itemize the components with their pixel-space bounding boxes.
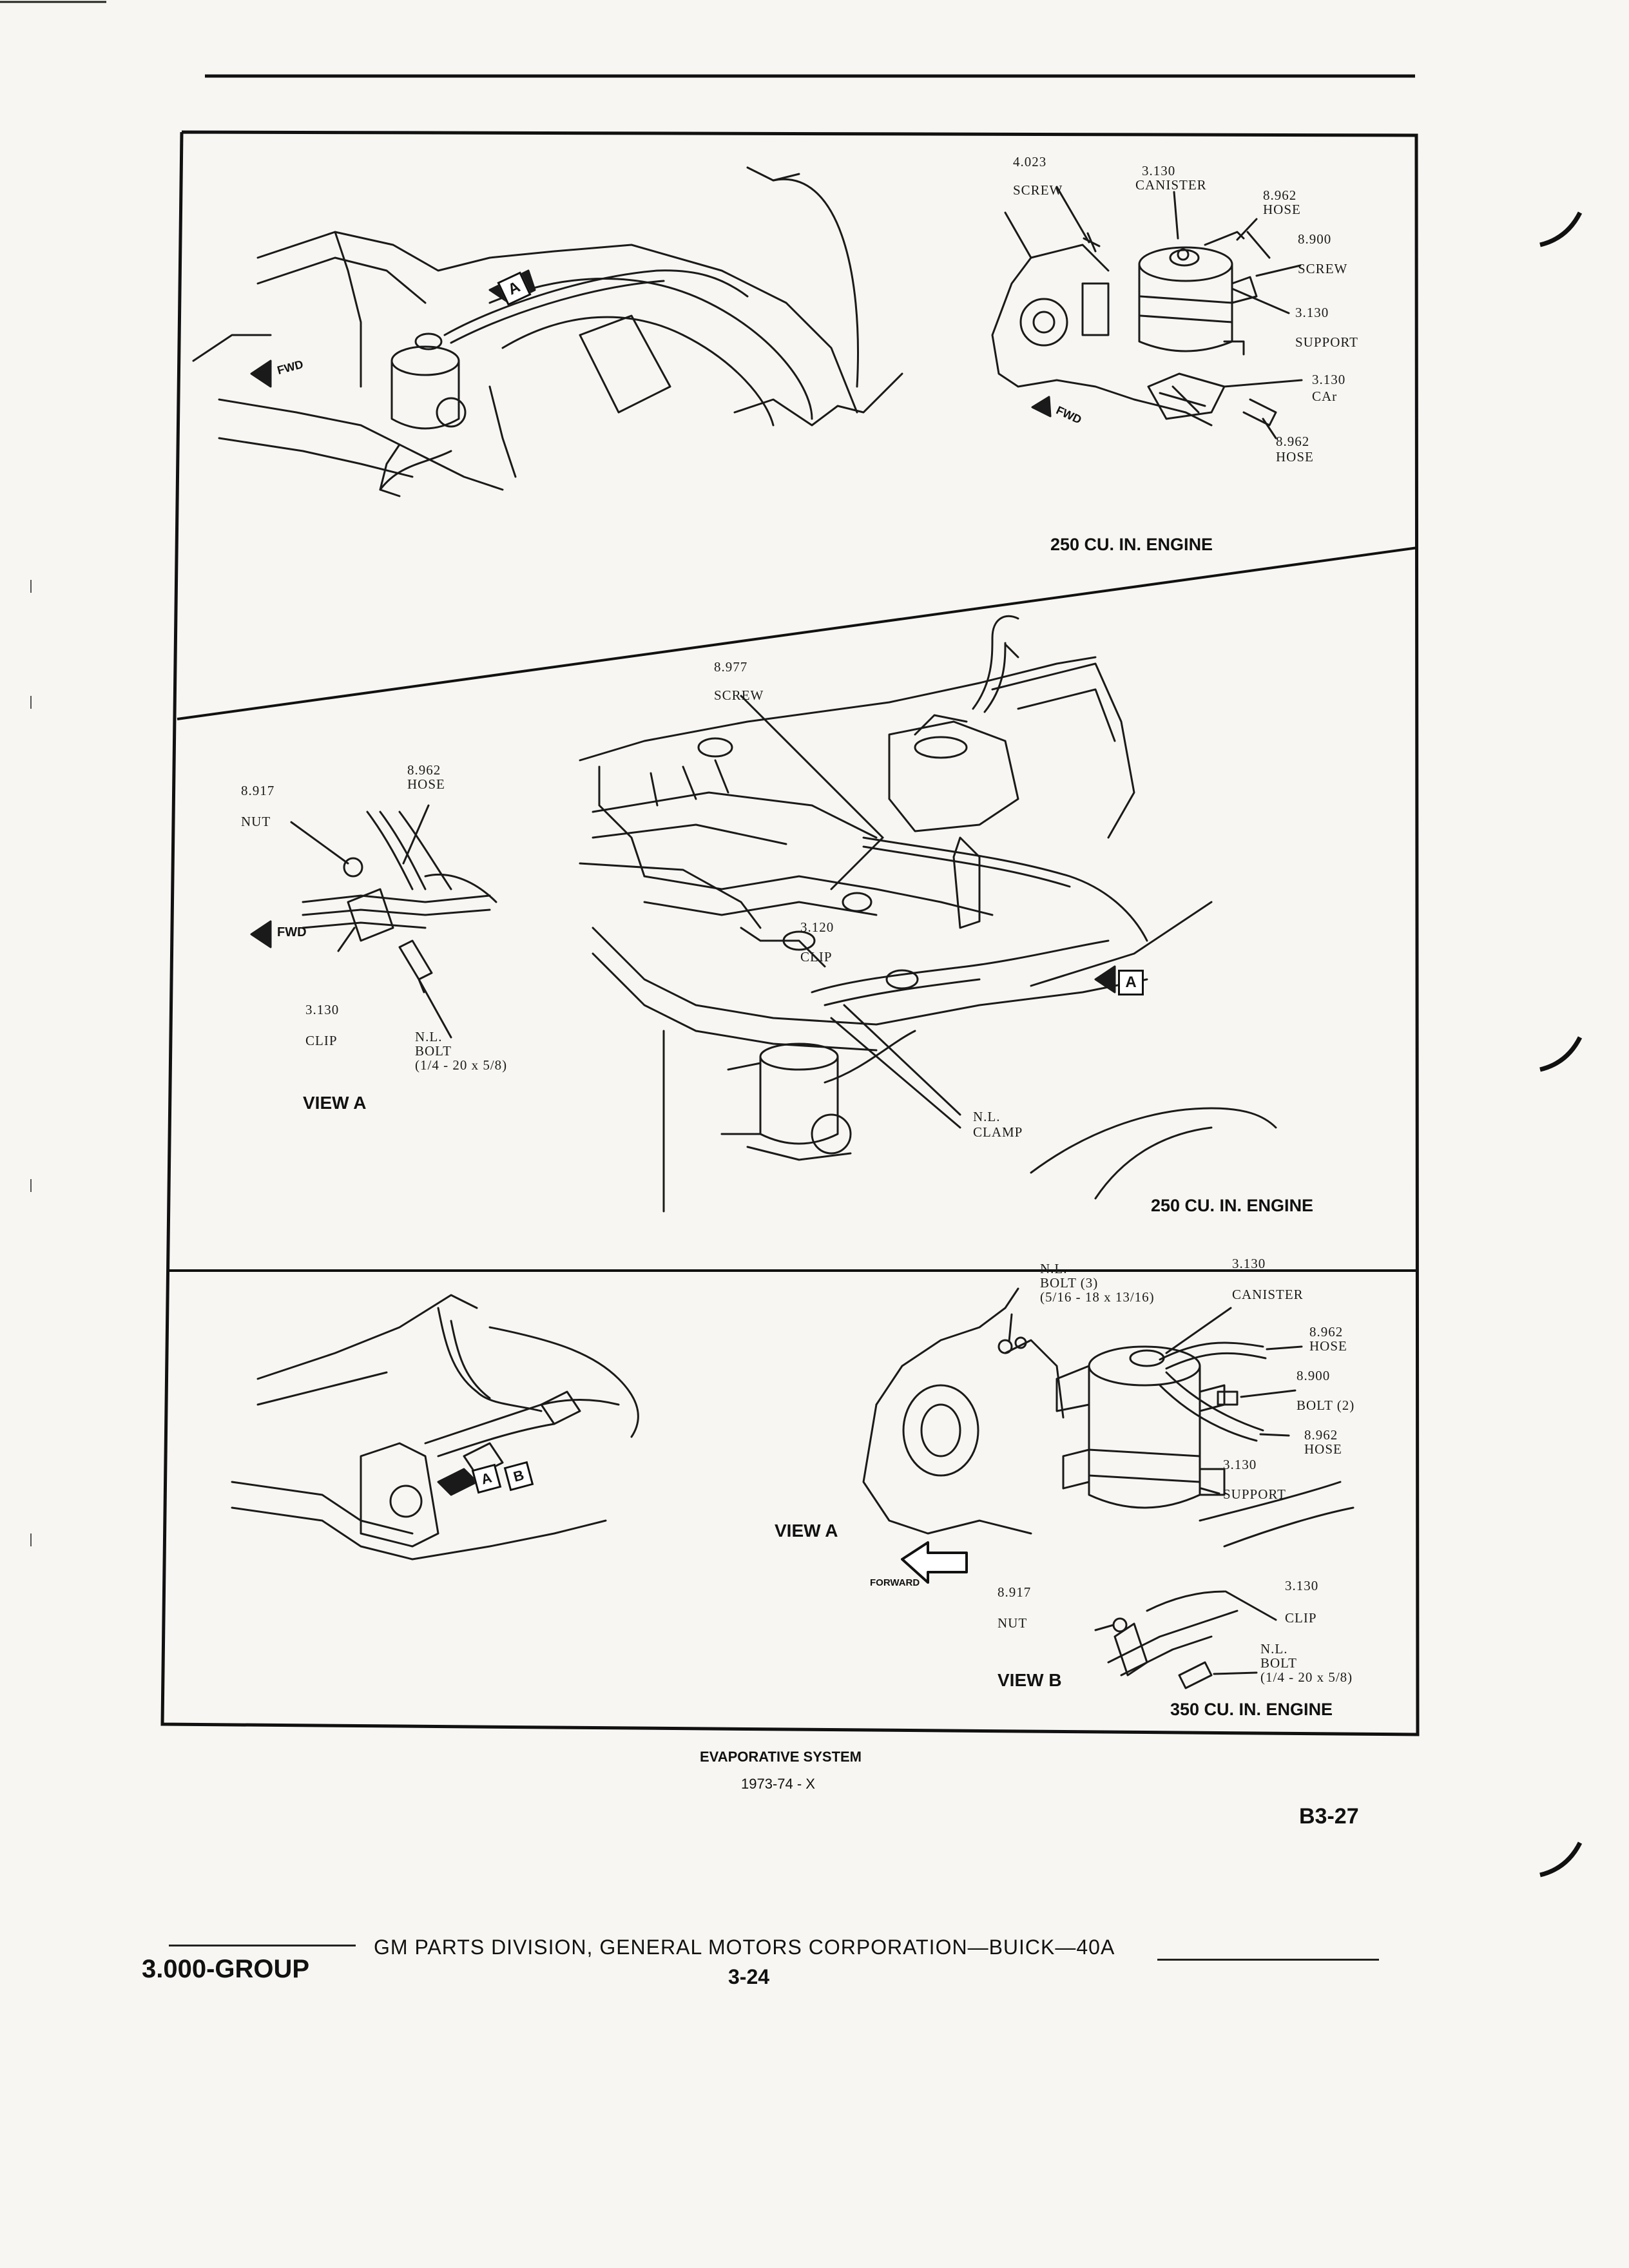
hose-number: 8.962 (1263, 187, 1297, 203)
view-a-label-350: VIEW A (775, 1521, 838, 1541)
clip-label-view-a: CLIP (305, 1033, 338, 1048)
bolt-label-view-a: BOLT (415, 1043, 452, 1059)
nut-label: NUT (241, 814, 271, 829)
clamp-label: CLAMP (973, 1124, 1023, 1140)
screw-label-8977: SCREW (714, 687, 764, 703)
hose2-number: 8.962 (1276, 434, 1310, 449)
clamp-number: N.L. (973, 1109, 1001, 1124)
footer-rule-left (169, 1945, 356, 1946)
engine-label-250-mid: 250 CU. IN. ENGINE (1151, 1196, 1314, 1215)
footer-group: 3.000-GROUP (142, 1955, 310, 1983)
bolt-size-view-b: (1/4 - 20 x 5/8) (1260, 1669, 1353, 1685)
screw-number-8977: 8.977 (714, 659, 748, 675)
support-number-350: 3.130 (1223, 1457, 1257, 1472)
canister-number: 3.130 (1142, 163, 1176, 178)
bolt3-label: BOLT (3) (1040, 1275, 1099, 1291)
bolt-number-view-b: N.L. (1260, 1641, 1288, 1657)
view-a-label: VIEW A (303, 1093, 367, 1113)
hose2-label-350: HOSE (1304, 1441, 1342, 1457)
canister-label: CANISTER (1135, 177, 1207, 193)
support-number: 3.130 (1295, 305, 1329, 320)
hose-number-view-a: 8.962 (407, 762, 441, 778)
support-label: SUPPORT (1295, 334, 1358, 350)
clip-number-view-b: 3.130 (1285, 1578, 1319, 1593)
canister-label-350: CANISTER (1232, 1287, 1304, 1302)
cap-label: CAr (1312, 389, 1338, 404)
engine-label-350: 350 CU. IN. ENGINE (1170, 1700, 1333, 1719)
canister-number-350: 3.130 (1232, 1256, 1266, 1271)
hose-label-view-a: HOSE (407, 776, 445, 792)
view-b-label-350: VIEW B (998, 1670, 1062, 1690)
bolt2-number-350: 8.900 (1296, 1368, 1331, 1383)
forward-label: FORWARD (870, 1577, 920, 1588)
bolt-size-view-a: (1/4 - 20 x 5/8) (415, 1057, 508, 1073)
cap-number: 3.130 (1312, 372, 1346, 387)
clip-number-3120: 3.120 (800, 919, 834, 935)
footer-page-number: 3-24 (728, 1965, 770, 1988)
hose1-label-350: HOSE (1309, 1338, 1347, 1354)
hose2-label: HOSE (1276, 449, 1314, 465)
nut-number-view-b: 8.917 (998, 1584, 1032, 1600)
hose1-number-350: 8.962 (1309, 1324, 1344, 1340)
screw2-number: 8.900 (1298, 231, 1332, 247)
nut-number: 8.917 (241, 783, 275, 798)
clip-number-view-a: 3.130 (305, 1002, 340, 1017)
hose-label: HOSE (1263, 202, 1301, 217)
nut-label-view-b: NUT (998, 1615, 1028, 1631)
bolt3-number: N.L. (1040, 1261, 1068, 1276)
bolt-number-view-a: N.L. (415, 1029, 443, 1044)
clip-label-view-b: CLIP (1285, 1610, 1317, 1626)
fwd-label-view-a: FWD (277, 925, 307, 939)
caption-subtitle: 1973-74 - X (741, 1776, 815, 1792)
footer-division: GM PARTS DIVISION, GENERAL MOTORS CORPOR… (374, 1936, 1115, 1959)
screw-label: SCREW (1013, 182, 1063, 198)
page-code: B3-27 (1299, 1804, 1359, 1829)
view-a-marker-2: A (1118, 970, 1144, 995)
caption-title: EVAPORATIVE SYSTEM (700, 1749, 862, 1765)
screw-number: 4.023 (1013, 154, 1047, 169)
bolt2-label-350: BOLT (2) (1296, 1398, 1355, 1413)
support-label-350: SUPPORT (1223, 1486, 1286, 1502)
footer-rule-right (1157, 1959, 1379, 1961)
hose2-number-350: 8.962 (1304, 1427, 1338, 1443)
engine-label-250-top: 250 CU. IN. ENGINE (1050, 535, 1213, 554)
bolt-label-view-b: BOLT (1260, 1655, 1297, 1671)
clip-label-3120: CLIP (800, 949, 833, 965)
bolt3-size: (5/16 - 18 x 13/16) (1040, 1289, 1155, 1305)
screw2-label: SCREW (1298, 261, 1348, 276)
